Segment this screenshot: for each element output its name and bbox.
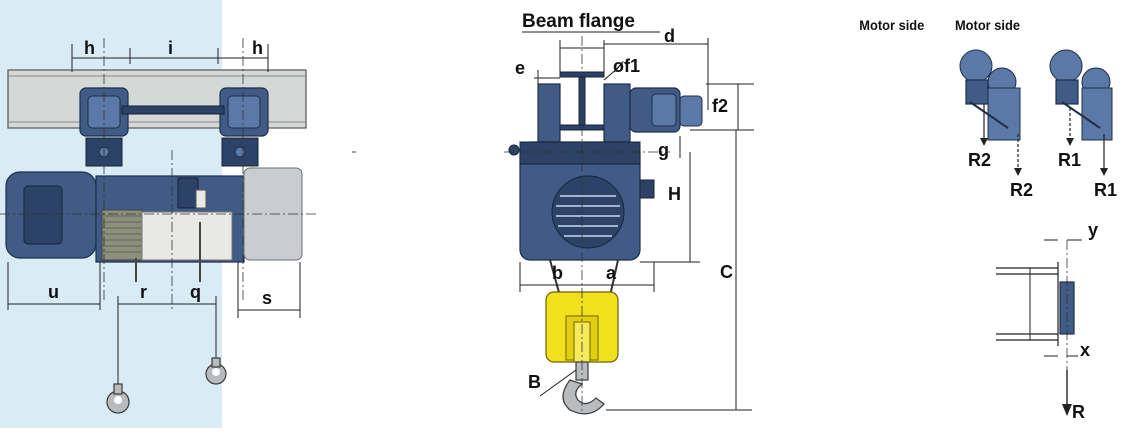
dim-R: R [1072,402,1085,422]
dim-d: d [664,26,675,46]
dim-B: B [528,372,541,392]
control-box [177,177,199,209]
dim-i: i [168,38,173,58]
front-view: Beam flange [504,11,754,415]
beam-flange-title: Beam flange [522,11,635,32]
hook-left [106,383,130,414]
dim-b: b [552,263,563,283]
drum-shell [141,211,233,261]
left-side-view: h i h u r q s [0,0,318,428]
motor-side-label-left: Motor side [859,18,925,34]
dim-h-left: h [84,38,95,58]
bottom-dimensions: u r q s [7,262,301,395]
hoist-body [5,167,303,282]
dim-g: g [658,140,669,160]
dim-H: H [668,184,681,204]
dim-q: q [190,282,201,302]
top-dimensions: h i h [71,38,269,72]
hook-right [205,357,227,385]
side-plate-right [603,83,631,143]
side-plate-left [537,83,561,143]
bolt-left [508,144,520,156]
dim-a: a [606,263,617,283]
motor-layout-right: R1 R1 [1049,49,1117,200]
dim-u: u [48,282,59,302]
dim-f1: øf1 [613,56,640,76]
dim-e: e [515,58,525,78]
r1-upper: R1 [1058,150,1081,170]
load-hook [562,361,605,415]
motor-side-diagrams: Motor side Motor side R2 R2 R1 [859,18,1117,200]
dim-x: x [1080,340,1090,360]
dim-f2: f2 [712,96,728,116]
r2-lower: R2 [1010,180,1033,200]
motor-side-label-right: Motor side [955,18,1021,34]
wheel-offset-detail: y x R [996,220,1098,422]
front-dimensions: d e øf1 f2 g H C b a B [515,26,754,411]
trolley-tie-bar [121,105,225,115]
rope-drum [101,209,143,261]
motor-layout-left: R2 R2 [959,49,1033,200]
drum-end-cover [551,175,625,249]
dim-h-right: h [252,38,263,58]
dim-y: y [1088,220,1098,240]
r1-lower: R1 [1094,180,1117,200]
cable-gland [639,179,655,199]
dim-s: s [262,288,272,308]
dim-C: C [720,262,733,282]
r2-upper: R2 [968,150,991,170]
dim-r: r [140,282,147,302]
